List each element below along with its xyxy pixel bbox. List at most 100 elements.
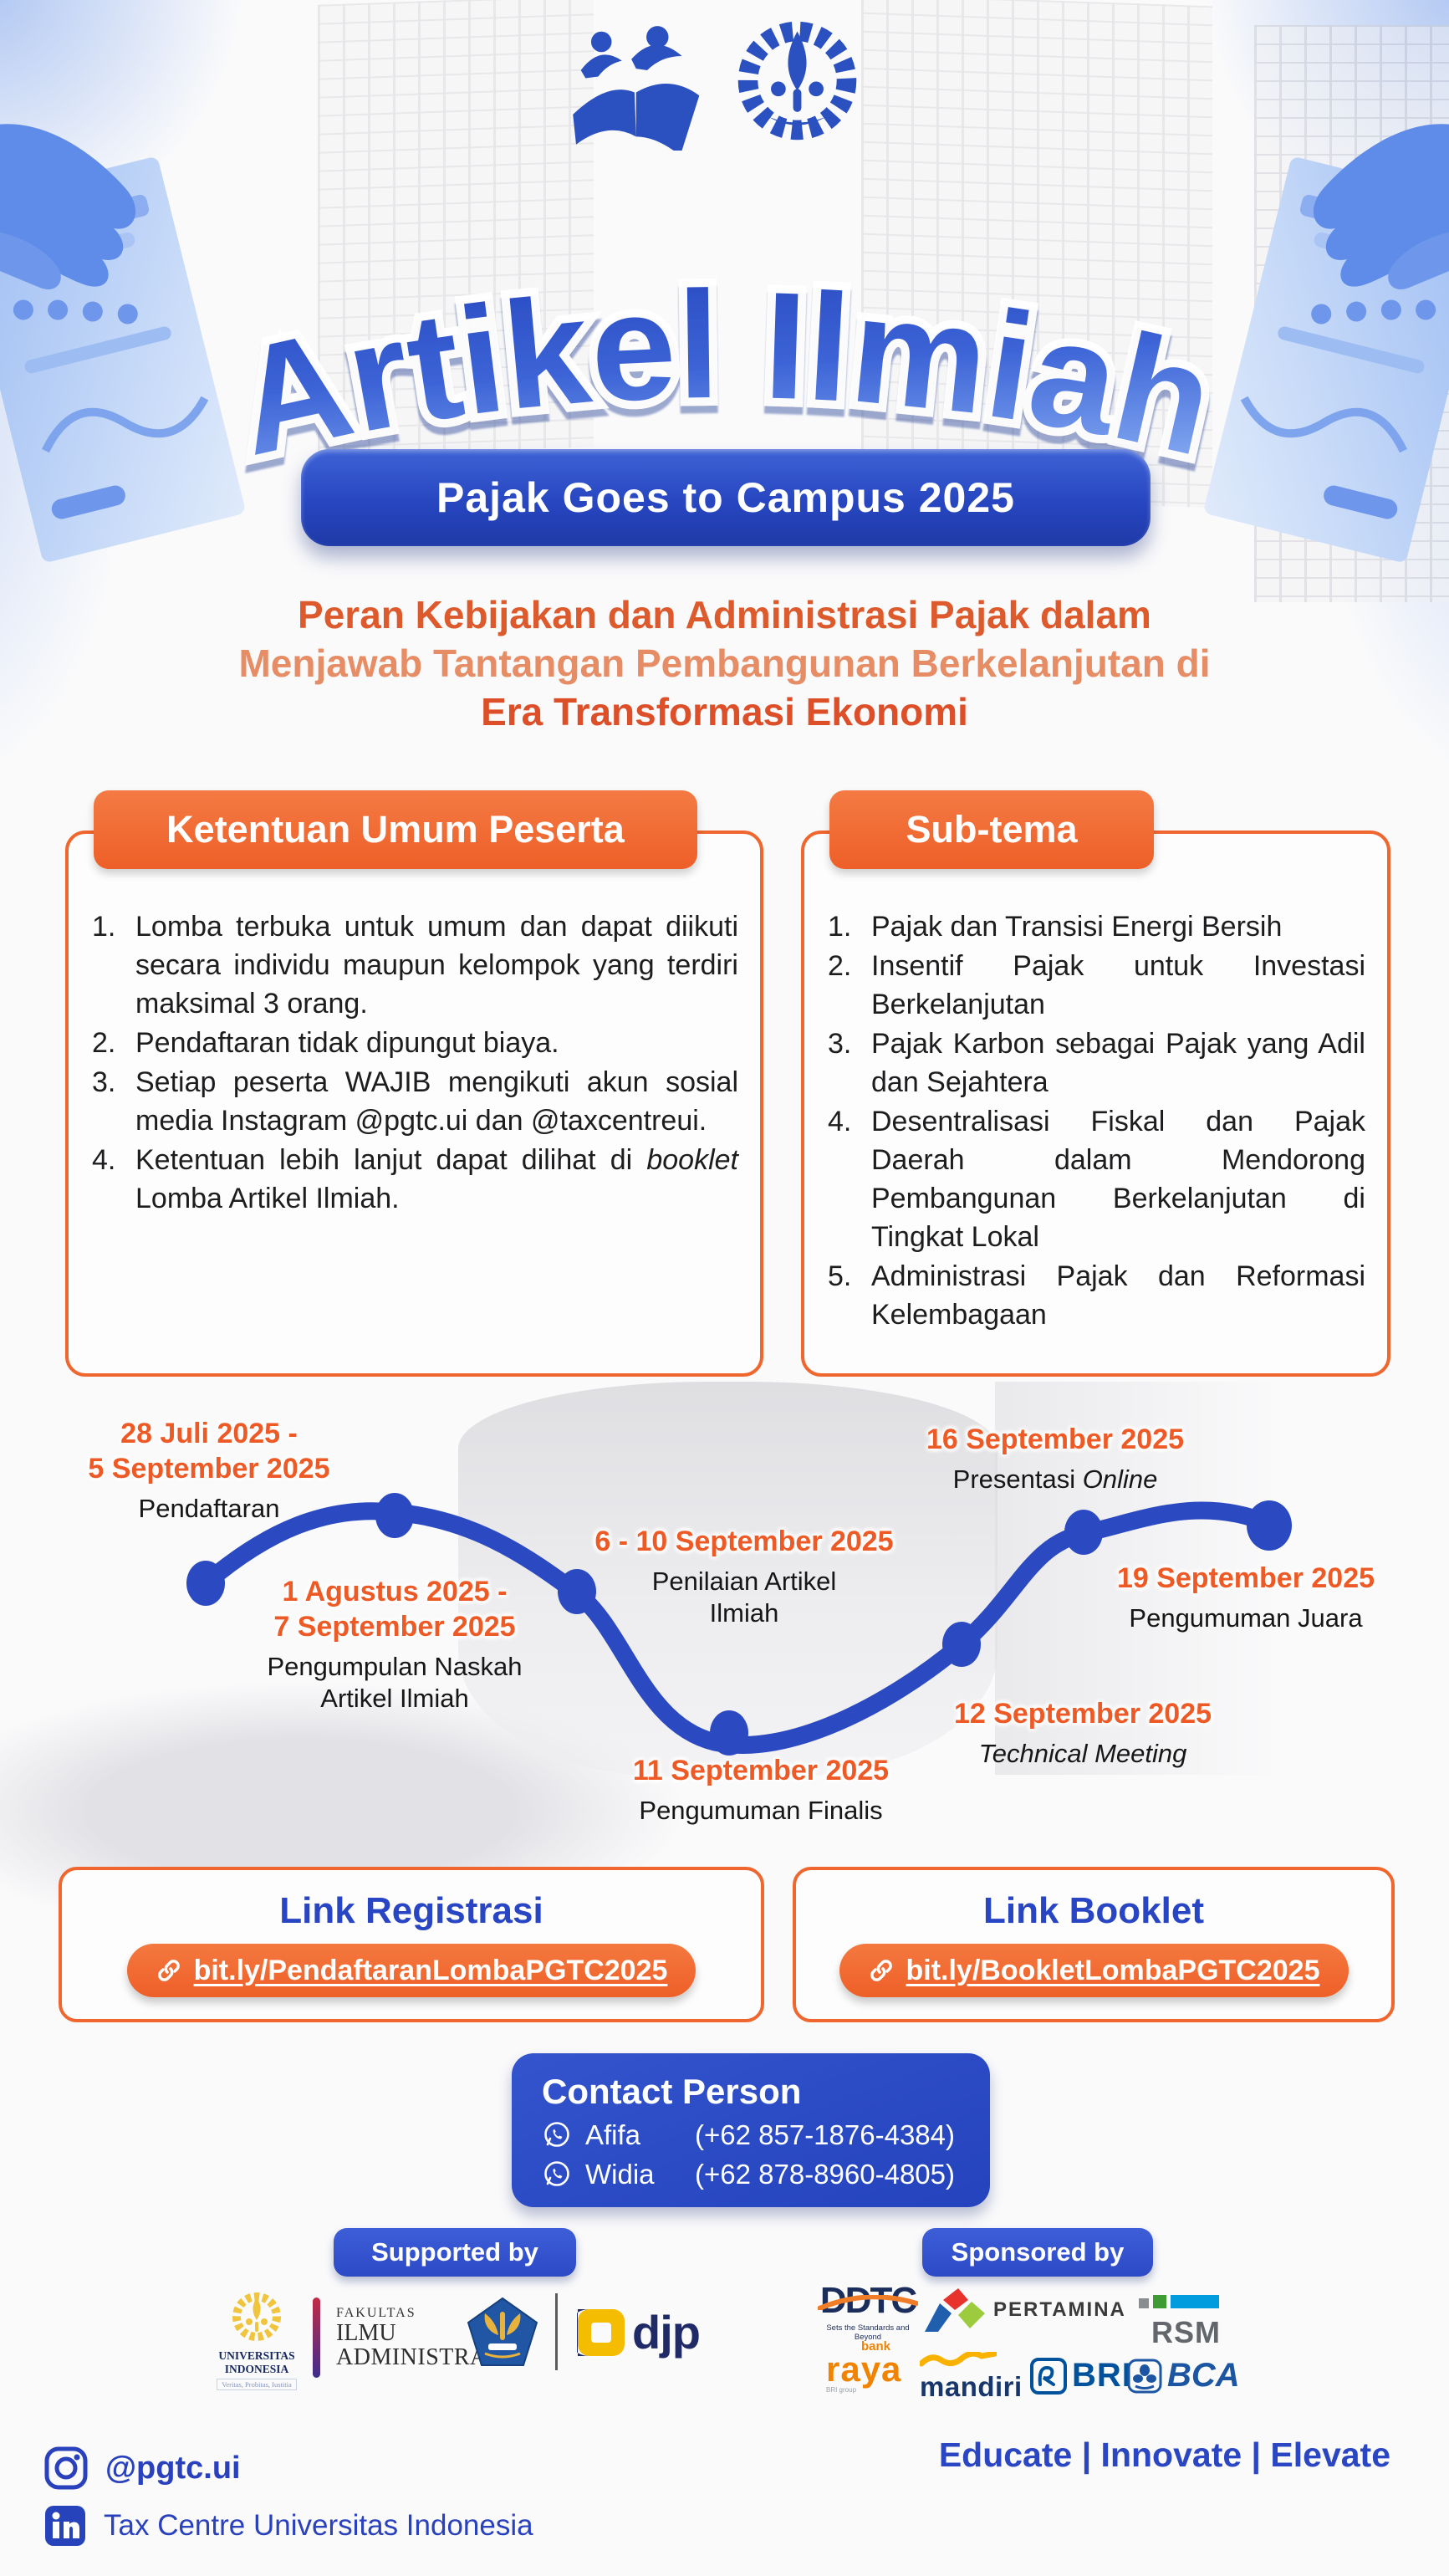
ui-wordmark: UNIVERSITAS INDONESIA xyxy=(211,2349,303,2376)
event-date: 12 September 2025 xyxy=(953,1698,1212,1730)
subtitle-text: Pajak Goes to Campus 2025 xyxy=(436,474,1015,521)
rsm-squares-icon xyxy=(1139,2295,1219,2308)
whatsapp-icon xyxy=(544,2122,569,2147)
item-number: 5. xyxy=(828,1260,852,1292)
timeline-event: 19 September 2025 Pengumuman Juara xyxy=(1079,1561,1413,1634)
event-label: Presentasi Online xyxy=(888,1464,1222,1495)
raya-wordmark: raya xyxy=(826,2349,902,2389)
mandiri-wordmark: mandiri xyxy=(920,2371,1023,2402)
bri-icon xyxy=(1030,2357,1067,2395)
contact-name: Widia xyxy=(585,2159,655,2190)
bca-wordmark: BCA xyxy=(1167,2357,1240,2394)
contact-phone: (+62 878-8960-4805) xyxy=(695,2159,955,2190)
contact-title: Contact Person xyxy=(542,2072,802,2111)
instagram-handle[interactable]: @pgtc.ui xyxy=(105,2450,241,2486)
supported-by-badge: Supported by xyxy=(334,2228,576,2277)
event-label-italic: Online xyxy=(1082,1464,1158,1494)
item-text: Ketentuan lebih lanjut dapat dilihat di … xyxy=(135,1141,738,1218)
timeline-event: 16 September 2025 Presentasi Online xyxy=(888,1422,1222,1495)
link-icon xyxy=(157,1960,180,1981)
universitas-indonesia-logo: UNIVERSITAS INDONESIA Veritas, Probitas,… xyxy=(211,2292,303,2391)
event-label: Pengumpulan Naskah Artikel Ilmiah xyxy=(232,1651,558,1715)
event-date: 6 - 10 September 2025 xyxy=(594,1526,894,1557)
event-date: 28 Juli 2025 - 5 September 2025 xyxy=(88,1418,330,1485)
timeline-node-pendaftaran xyxy=(186,1561,225,1606)
linkedin-handle-row[interactable]: Tax Centre Universitas Indonesia xyxy=(43,2504,533,2548)
registration-link-url[interactable]: bit.ly/PendaftaranLombaPGTC2025 xyxy=(193,1954,668,1986)
contact-row[interactable]: Afifa (+62 857-1876-4384) xyxy=(542,2119,960,2151)
item-text-prefix: Ketentuan lebih lanjut dapat dilihat di xyxy=(135,1144,647,1176)
item-number: 2. xyxy=(828,950,852,982)
theme-line-3: Era Transformasi Ekonomi xyxy=(481,690,968,733)
sponsored-by-label: Sponsored by xyxy=(951,2237,1125,2267)
item-text: Lomba terbuka untuk umum dan dapat diiku… xyxy=(135,911,738,1020)
djp-icon xyxy=(577,2308,625,2356)
ui-line1: UNIVERSITAS xyxy=(218,2349,295,2362)
link-icon xyxy=(870,1960,892,1981)
subtitle-banner: Pajak Goes to Campus 2025 xyxy=(301,449,1151,546)
event-label-text: Pengumuman Finalis xyxy=(639,1796,883,1825)
bank-raya-logo: bank raya BRI group xyxy=(826,2340,918,2394)
item-text: Setiap peserta WAJIB mengikuti akun sosi… xyxy=(135,1066,738,1137)
event-label-italic: Technical Meeting xyxy=(978,1739,1187,1768)
event-date: 11 September 2025 xyxy=(632,1755,890,1786)
timeline-event: 6 - 10 September 2025 Penilaian Artikel … xyxy=(585,1524,903,1629)
event-tagline: Educate | Innovate | Elevate xyxy=(938,2435,1390,2474)
general-rules-title: Ketentuan Umum Peserta xyxy=(166,808,625,851)
ui-line2: INDONESIA xyxy=(224,2363,289,2375)
bca-icon xyxy=(1127,2359,1162,2393)
contact-row[interactable]: Widia (+62 878-8960-4805) xyxy=(542,2159,960,2190)
linkedin-handle[interactable]: Tax Centre Universitas Indonesia xyxy=(104,2509,533,2542)
item-number: 4. xyxy=(828,1106,852,1137)
contact-person-box: Contact Person Afifa (+62 857-1876-4384)… xyxy=(512,2053,990,2207)
subtheme-header: Sub-tema xyxy=(829,790,1154,869)
list-item: 1. Pajak dan Transisi Energi Bersih xyxy=(828,907,1365,946)
contact-phone: (+62 857-1876-4384) xyxy=(695,2119,955,2150)
ui-makara-yellow-icon xyxy=(232,2292,281,2341)
universitas-indonesia-makara-logo xyxy=(737,21,857,141)
sponsored-by-badge: Sponsored by xyxy=(922,2228,1153,2277)
rsm-logo: RSM xyxy=(1137,2293,1221,2350)
event-label: Pengumuman Juara xyxy=(1079,1602,1413,1634)
booklet-link-url[interactable]: bit.ly/BookletLombaPGTC2025 xyxy=(906,1954,1320,1986)
bri-wordmark: BRI xyxy=(1072,2357,1132,2394)
timeline-event: 1 Agustus 2025 - 7 September 2025 Pengum… xyxy=(232,1574,558,1715)
linkedin-icon xyxy=(45,2506,85,2546)
event-date: 1 Agustus 2025 - 7 September 2025 xyxy=(273,1576,516,1643)
registration-link-box: Link Registrasi bit.ly/PendaftaranLombaP… xyxy=(59,1867,764,2022)
bri-logo: BRI xyxy=(1030,2357,1132,2395)
booklet-link-title: Link Booklet xyxy=(982,1890,1205,1931)
pertamina-logo: PERTAMINA xyxy=(923,2288,1126,2332)
item-text: Pajak dan Transisi Energi Bersih xyxy=(871,911,1283,943)
booklet-link-button[interactable]: bit.ly/BookletLombaPGTC2025 xyxy=(839,1944,1349,1997)
ddtc-tagline: Sets the Standards and Beyond xyxy=(826,2323,910,2342)
item-text: Administrasi Pajak dan Reformasi Kelemba… xyxy=(871,1260,1365,1331)
subtheme-title: Sub-tema xyxy=(906,808,1078,851)
instagram-handle-row[interactable]: @pgtc.ui xyxy=(43,2446,241,2491)
ddtc-swoosh-icon xyxy=(818,2295,918,2310)
list-item: 3. Pajak Karbon sebagai Pajak yang Adil … xyxy=(828,1025,1365,1101)
list-item: 2. Pendaftaran tidak dipungut biaya. xyxy=(92,1024,738,1062)
list-item: 5. Administrasi Pajak dan Reformasi Kele… xyxy=(828,1257,1365,1334)
general-rules-box: Ketentuan Umum Peserta 1. Lomba terbuka … xyxy=(65,790,763,1377)
registration-link-button[interactable]: bit.ly/PendaftaranLombaPGTC2025 xyxy=(126,1944,696,1997)
timeline-event: 11 September 2025 Pengumuman Finalis xyxy=(598,1753,924,1827)
contact-name: Afifa xyxy=(585,2119,641,2150)
event-label-text: Pengumuman Juara xyxy=(1129,1603,1363,1633)
general-rules-header: Ketentuan Umum Peserta xyxy=(94,790,697,869)
ddtc-logo: DDTC Sets the Standards and Beyond xyxy=(818,2280,918,2342)
event-label: Penilaian Artikel Ilmiah xyxy=(585,1566,903,1629)
mandiri-wave-icon xyxy=(918,2350,998,2367)
divider-bar xyxy=(313,2297,320,2378)
pertamina-arrow-icon xyxy=(925,2288,985,2332)
general-rules-list: 1. Lomba terbuka untuk umum dan dapat di… xyxy=(92,907,738,1219)
instagram-icon xyxy=(44,2446,88,2490)
supported-by-label: Supported by xyxy=(371,2237,538,2267)
item-text: Pajak Karbon sebagai Pajak yang Adil dan… xyxy=(871,1028,1365,1098)
tax-centre-book-logo xyxy=(573,26,700,151)
ddtc-wordmark: DDTC xyxy=(818,2280,918,2322)
event-label: Pendaftaran xyxy=(46,1493,372,1525)
list-item: 4. Ketentuan lebih lanjut dapat dilihat … xyxy=(92,1141,738,1218)
ui-motto: Veritas, Probitas, Iustitia xyxy=(217,2379,297,2390)
